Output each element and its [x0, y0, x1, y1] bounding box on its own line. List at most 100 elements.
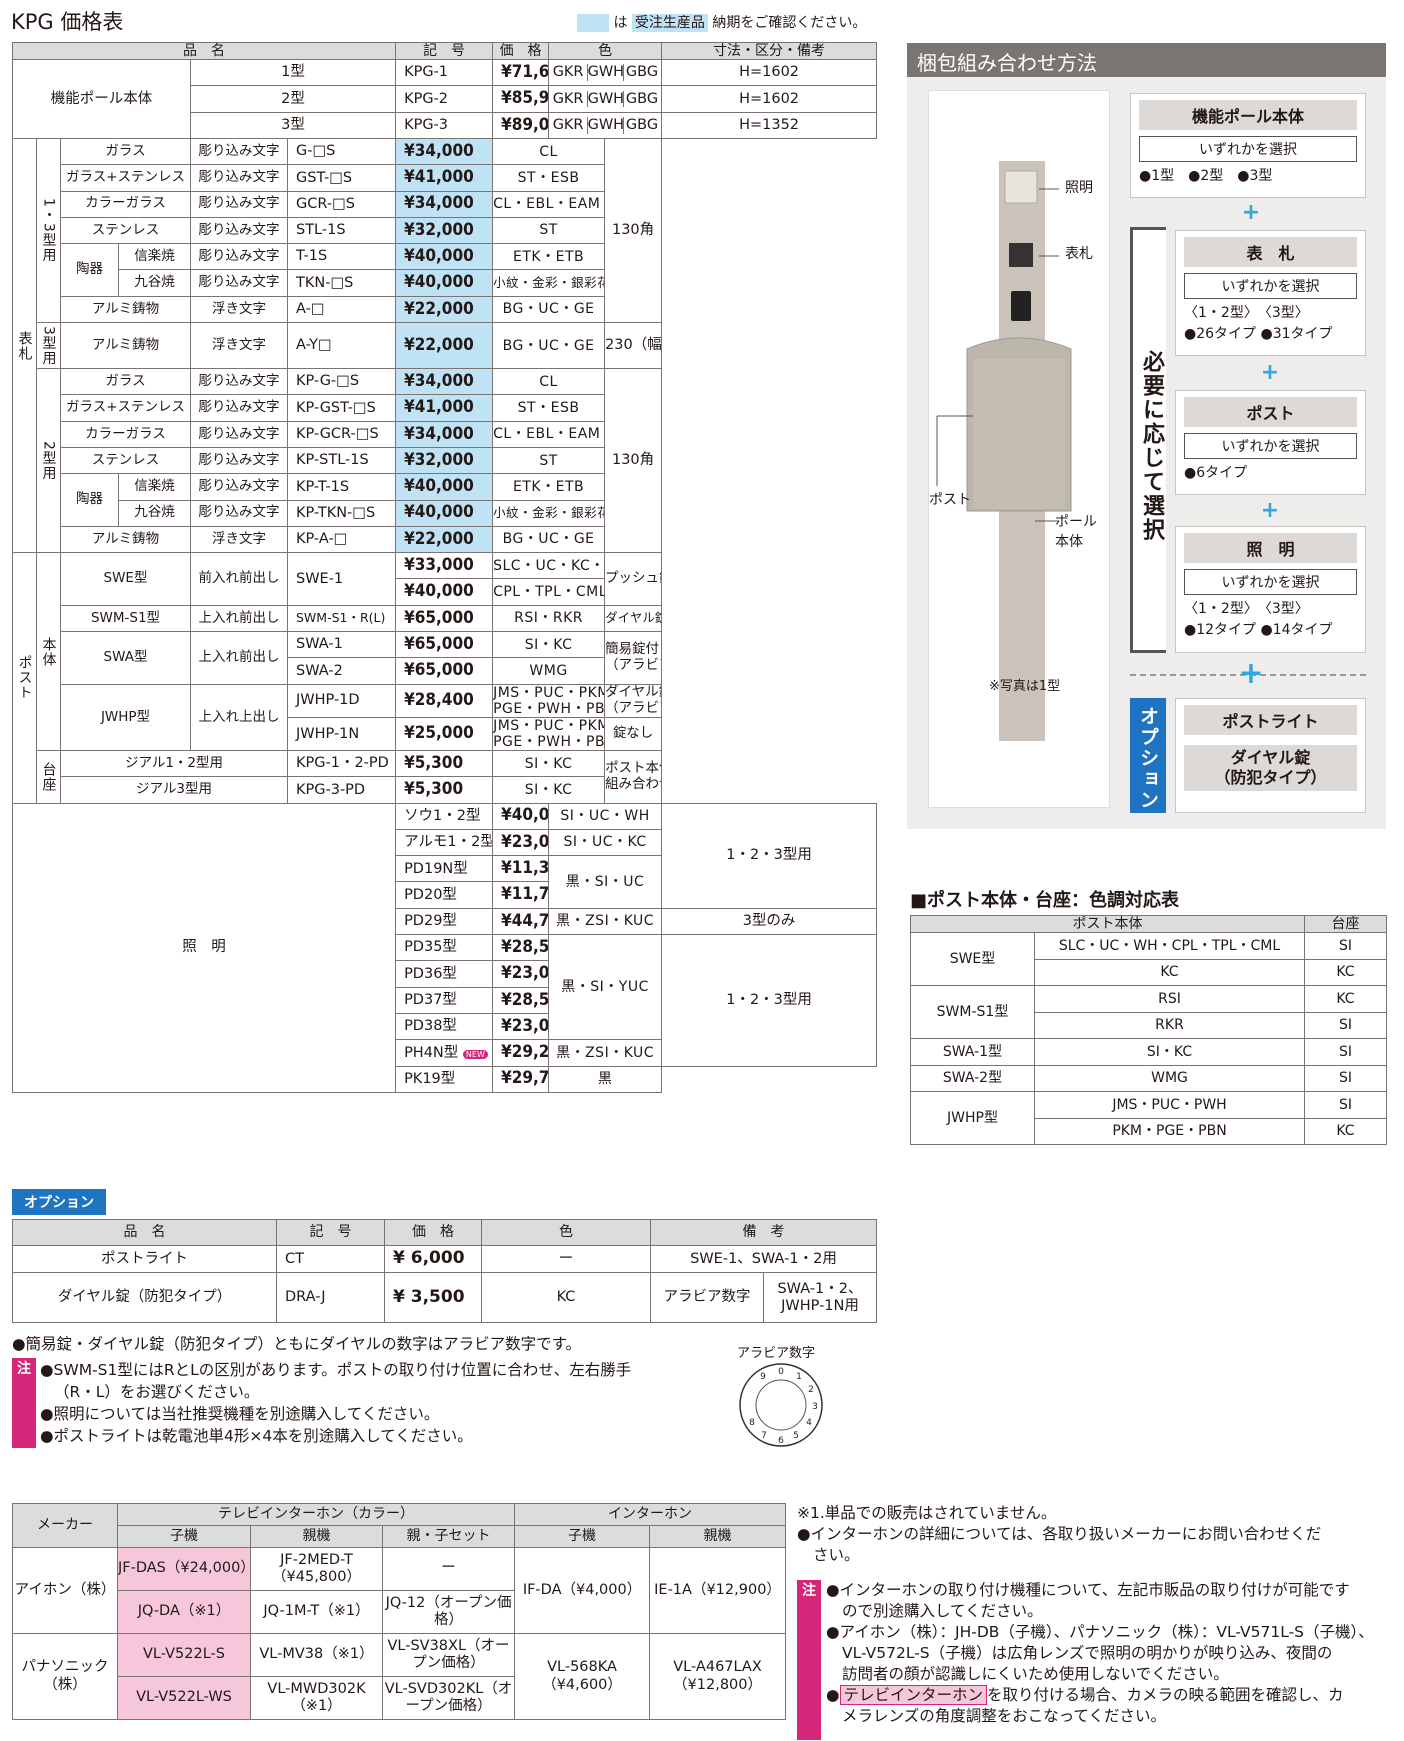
ct-cell: WMG — [1034, 1064, 1305, 1093]
post-label: ポスト — [12, 552, 37, 804]
plate-style: 彫り込み文字 — [190, 269, 288, 297]
color: 黒・ZSI・KUC — [548, 907, 663, 936]
ct-cell: SLC・UC・WH・CPL・TPL・CML — [1034, 932, 1305, 960]
color: 黒 — [548, 1065, 663, 1093]
porcelain: 陶器 — [60, 473, 119, 527]
plate-style: 彫り込み文字 — [190, 243, 288, 271]
svg-text:0: 0 — [778, 1367, 784, 1377]
note: ダイヤル錠（防犯タイプ）付き（アラビア数字） — [604, 683, 663, 718]
plus-icon: + — [1260, 360, 1280, 385]
code: KPG-3-PD — [286, 776, 397, 804]
color: 黒・ZSI・KUC — [548, 1039, 663, 1067]
ct-cell: RSI — [1034, 985, 1305, 1013]
light-code: PD37型 — [395, 986, 494, 1014]
code: GCR-□S — [286, 190, 397, 218]
color: CL・EBL・EAM・EGR — [492, 190, 606, 218]
price: ¥23,000 — [492, 828, 550, 857]
ic-cell: VL-A467LAX（¥12,800） — [649, 1633, 787, 1720]
note: プッシュ錠付き — [604, 552, 663, 606]
ic-cell: JQ-DA（※1） — [117, 1590, 251, 1634]
code: SWA-1 — [286, 631, 397, 659]
code: TKN-□S — [286, 269, 397, 297]
post-type: SWM-S1型 — [60, 604, 191, 633]
code: T-1S — [286, 243, 397, 271]
plate-name: ガラス — [60, 368, 191, 396]
light-box-title: 照 明 — [1184, 533, 1357, 563]
plate-style: 彫り込み文字 — [190, 137, 288, 166]
option-box: ポストライト ダイヤル錠（防犯タイプ） — [1175, 698, 1366, 813]
price: ¥40,000 — [395, 269, 494, 297]
ic-cell: ー — [381, 1547, 516, 1591]
code: STL-1S — [286, 216, 397, 245]
color: ETK・ETB — [492, 243, 606, 271]
pole-box-title: 機能ポール本体 — [1139, 100, 1357, 130]
pole-type: 1型 — [189, 59, 397, 87]
option-tab — [1130, 698, 1166, 813]
code: KPG-1・2-PD — [286, 749, 397, 778]
options-badge: オプション — [12, 1189, 106, 1215]
price: ¥65,000 — [395, 657, 494, 685]
svg-text:4: 4 — [806, 1418, 812, 1428]
price: ¥40,000 — [395, 243, 494, 271]
h-code: 記 号 — [395, 41, 494, 61]
must-bracket — [1130, 227, 1166, 653]
post-type: JWHP型 — [60, 683, 191, 752]
colortable-title: ■ポスト本体・台座：色調対応表 — [910, 890, 1180, 911]
light-code: ソウ1・2型 — [395, 802, 494, 830]
color: CL・EBL・EAM・EGR — [492, 420, 606, 448]
plate-style: 彫り込み文字 — [190, 164, 288, 192]
plate-name: カラーガラス — [60, 420, 191, 448]
plate-style: 浮き文字 — [190, 525, 288, 554]
table-row: 台座ジアル1・2型用KPG-1・2-PD¥5,300SI・KCポスト本体と必ず組… — [13, 749, 877, 804]
dial-caption: アラビア数字 — [737, 1346, 816, 1361]
price: ¥40,000 — [395, 499, 494, 527]
code: A-Y□ — [286, 322, 397, 370]
pole-type: 2型 — [189, 85, 397, 113]
table-row: PD19N型¥11,300黒・SI・UC — [13, 855, 877, 909]
price: ¥65,000 — [395, 631, 494, 659]
plate-box: 表 札 いずれかを選択 〈1・2型〉 〈3型〉●26タイプ ●31タイプ — [1175, 230, 1366, 356]
ic-maker: アイホン（株） — [12, 1547, 118, 1634]
post-style: 前入れ前出し — [190, 552, 288, 606]
light-code: PD38型 — [395, 1012, 494, 1041]
ic-cell: JF-2MED-T（¥45,800） — [250, 1547, 383, 1591]
base-name: ジアル3型用 — [60, 776, 288, 804]
opt-cell: ー — [481, 1245, 651, 1273]
ct-cell: RKR — [1034, 1011, 1305, 1040]
plate-style: 彫り込み文字 — [190, 499, 288, 527]
ic-cell: VL-MV38（※1） — [250, 1633, 383, 1677]
select-label: いずれかを選択 — [1184, 273, 1357, 299]
page-title: KPG 価格表 — [11, 10, 124, 34]
light-code: PD20型 — [395, 881, 494, 909]
color: SI・UC・WH — [548, 802, 663, 830]
ct-h-base: 台座 — [1304, 914, 1387, 934]
price: ¥23,000 — [492, 960, 550, 988]
note: 1・2・3型用 — [661, 934, 878, 1067]
ic-cell: JQ-1M-T（※1） — [250, 1590, 383, 1634]
ic-h: 親・子セット — [381, 1525, 516, 1548]
plate-name: 信楽焼 — [118, 473, 191, 501]
code: G-□S — [286, 137, 397, 166]
ct-cell: JWHP型 — [910, 1091, 1035, 1146]
price: ¥22,000 — [395, 322, 494, 370]
post-box-title: ポスト — [1184, 397, 1357, 427]
code: KP-T-1S — [286, 473, 397, 501]
opt-cell: SWA-1・2、JWHP-1N用 — [763, 1272, 877, 1323]
ic-cell: IE-1A（¥12,900） — [649, 1547, 787, 1634]
post-style: 上入れ前出し — [190, 604, 288, 633]
plate-name: アルミ鋳物 — [60, 322, 191, 370]
plate-style: 彫り込み文字 — [190, 368, 288, 396]
select-label: いずれかを選択 — [1139, 136, 1357, 162]
price: ¥33,000 — [395, 552, 494, 580]
intercom-warnings: ●インターホンの取り付け機種について、左記市販品の取り付けが可能ですので別途購入… — [826, 1581, 1374, 1725]
color: SI・KC — [492, 776, 606, 804]
plate-name: ステンレス — [60, 446, 191, 475]
plate-style: 浮き文字 — [190, 322, 288, 370]
